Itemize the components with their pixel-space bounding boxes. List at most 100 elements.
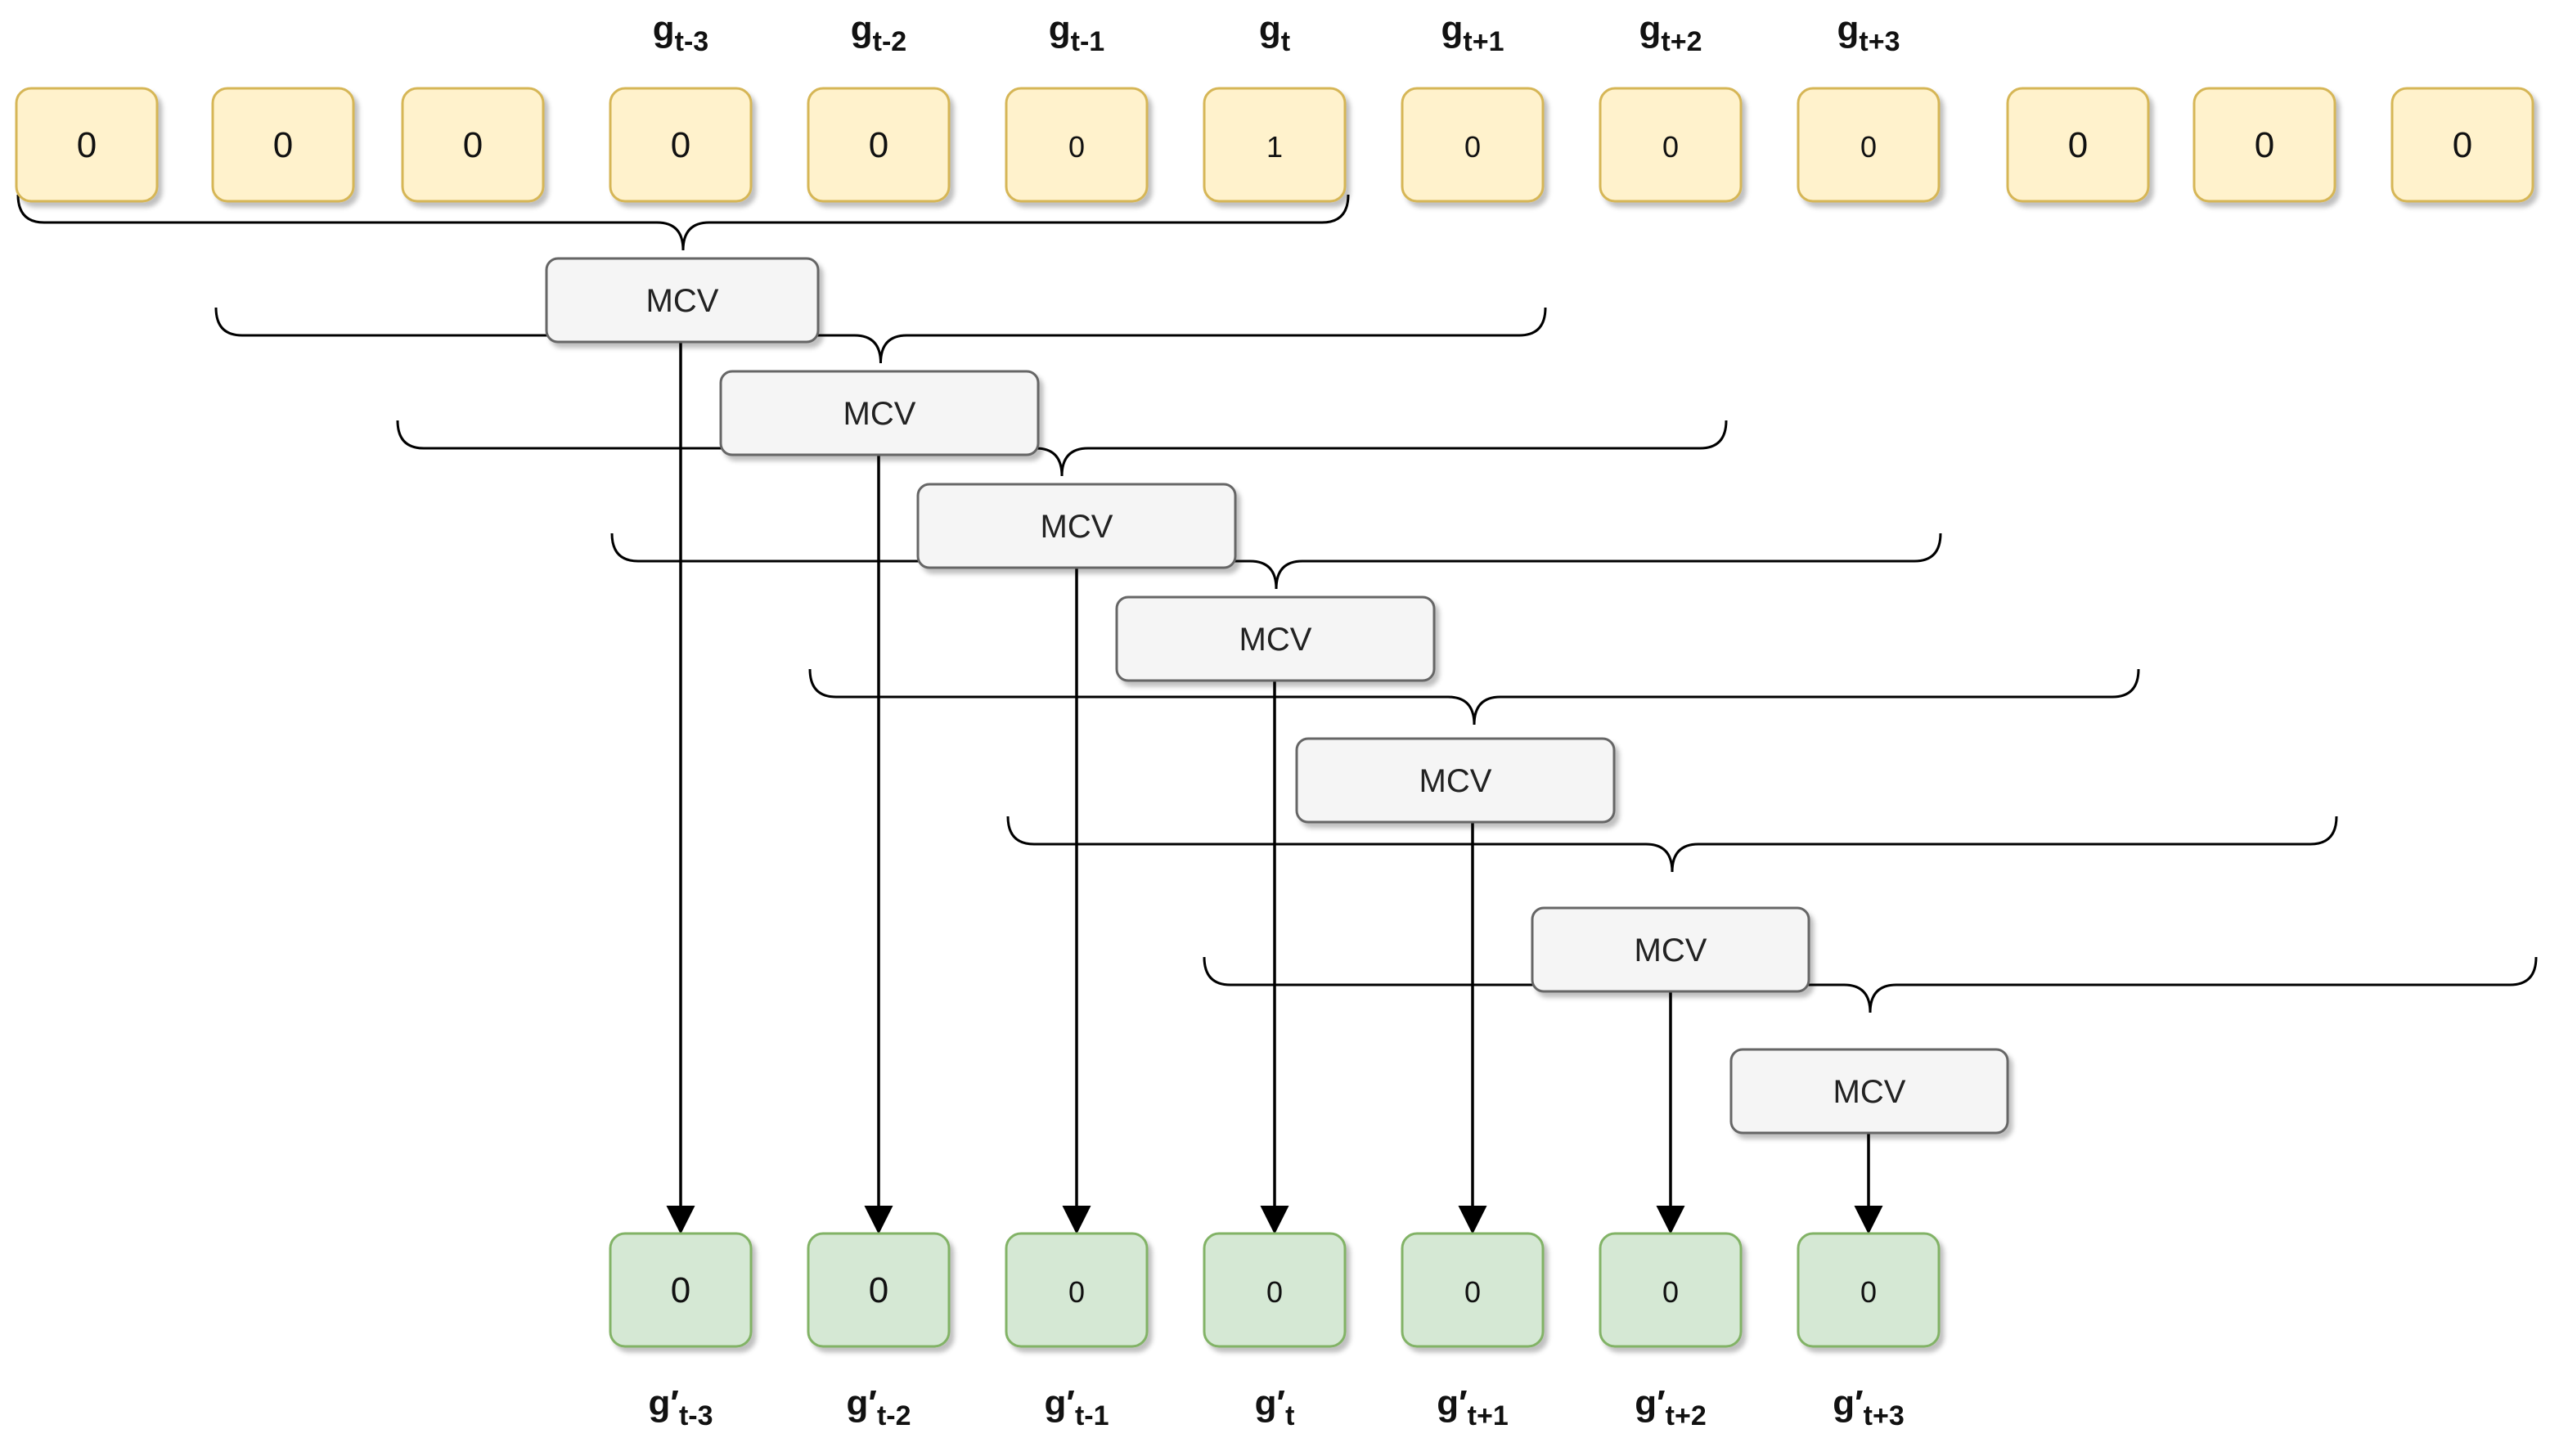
window-braces [16,194,2538,1013]
label-prime: ′ [1459,1383,1468,1423]
label-subscript: t [1281,26,1290,57]
mcv-box [1729,1048,2009,1135]
mcv-block-3: MCV [916,483,1237,569]
output-cell-4: 0 [1203,1232,1347,1348]
input-cell-box [2006,87,2150,203]
mcv-label: MCV [843,396,916,432]
label-base: g [1259,9,1281,49]
label-subscript: t-1 [1071,26,1105,57]
mcv-block-4: MCV [1115,595,1436,682]
mcv-label: MCV [1635,932,1707,968]
input-cell-value: 1 [1266,130,1283,164]
label-subscript: t+3 [1864,1400,1905,1431]
label-base: g [851,9,873,49]
window-brace-7 [1203,956,2538,1013]
output-label-t: g′t [1255,1383,1295,1431]
input-cell-box [15,87,159,203]
label-subscript: t+3 [1859,26,1900,57]
input-cell-box [1599,87,1743,203]
output-cell-box [807,1232,951,1348]
mcv-box [719,370,1040,456]
label-base: g [1635,1383,1657,1423]
output-cell-5: 0 [1401,1232,1545,1348]
input-cell-8: 0 [1401,87,1545,203]
input-label-t+1: gt+1 [1441,9,1504,57]
input-cell-box [2192,87,2336,203]
output-label-t-1: g′t-1 [1044,1383,1109,1431]
input-cell-value: 0 [463,125,483,165]
input-cell-value: 0 [77,125,97,165]
label-subscript: t+2 [1661,26,1702,57]
output-cell-6: 0 [1599,1232,1743,1348]
input-cell-13: 0 [2390,87,2534,203]
output-cell-value: 0 [1662,1275,1679,1309]
mcv-box [916,483,1237,569]
input-cell-value: 0 [1068,130,1085,164]
label-prime: ′ [670,1383,679,1423]
input-cell-value: 0 [1464,130,1481,164]
label-subscript: t-1 [1075,1400,1109,1431]
output-label-t+3: g′t+3 [1833,1383,1905,1431]
label-base: g [1639,9,1662,49]
mcv-block-5: MCV [1295,737,1616,824]
label-base: g [1044,1383,1066,1423]
output-cell-box [1797,1232,1941,1348]
input-cell-10: 0 [1797,87,1941,203]
label-prime: ′ [1855,1383,1864,1423]
label-prime: ′ [1277,1383,1286,1423]
input-cell-12: 0 [2192,87,2336,203]
output-label-t+2: g′t+2 [1635,1383,1707,1431]
output-cell-box [1005,1232,1149,1348]
label-subscript: t-3 [679,1400,713,1431]
input-cell-1: 0 [15,87,159,203]
output-cell-value: 0 [869,1270,888,1310]
output-cell-7: 0 [1797,1232,1941,1348]
output-cell-value: 0 [1068,1275,1085,1309]
mcv-box [1295,737,1616,824]
label-subscript: t-2 [873,26,907,57]
mcv-label: MCV [646,283,719,319]
input-cell-2: 0 [211,87,355,203]
output-cell-value: 0 [1860,1275,1877,1309]
input-label-t-2: gt-2 [851,9,906,57]
output-cell-value: 0 [1266,1275,1283,1309]
label-base: g [846,1383,868,1423]
label-prime: ′ [1066,1383,1075,1423]
label-subscript: t-3 [675,26,709,57]
label-base: g [1837,9,1860,49]
mcv-block-1: MCV [545,257,820,344]
input-cell-value: 0 [273,125,293,165]
mcv-blocks: MCV MCV MCV MCV MCV MCV MCV [545,257,2009,1135]
label-base: g [1049,9,1071,49]
mcv-label: MCV [1833,1074,1906,1110]
mcv-box [1115,595,1436,682]
label-base: g [1437,1383,1459,1423]
output-arrows [666,342,1883,1234]
input-cell-3: 0 [401,87,545,203]
input-cell-box [1203,87,1347,203]
mcv-block-6: MCV [1531,906,1810,993]
window-brace-4 [610,533,1942,590]
mcv-label: MCV [1419,763,1492,799]
output-row: 0 0 0 0 0 0 0 [609,1232,1941,1348]
label-subscript: t+2 [1666,1400,1707,1431]
input-cell-value: 0 [1662,130,1679,164]
input-cell-value: 0 [2068,125,2088,165]
mcv-box [1531,906,1810,993]
label-prime: ′ [1657,1383,1666,1423]
label-base: g [1441,9,1464,49]
window-brace-1 [16,194,1350,251]
input-cell-7: 1 [1203,87,1347,203]
output-cell-3: 0 [1005,1232,1149,1348]
input-cell-value: 0 [1860,130,1877,164]
output-cell-value: 0 [671,1270,690,1310]
window-brace-6 [1006,816,2338,873]
window-brace-2 [214,307,1547,364]
input-cell-box [401,87,545,203]
input-cell-box [1005,87,1149,203]
input-cell-value: 0 [2453,125,2472,165]
output-label-t+1: g′t+1 [1437,1383,1509,1431]
